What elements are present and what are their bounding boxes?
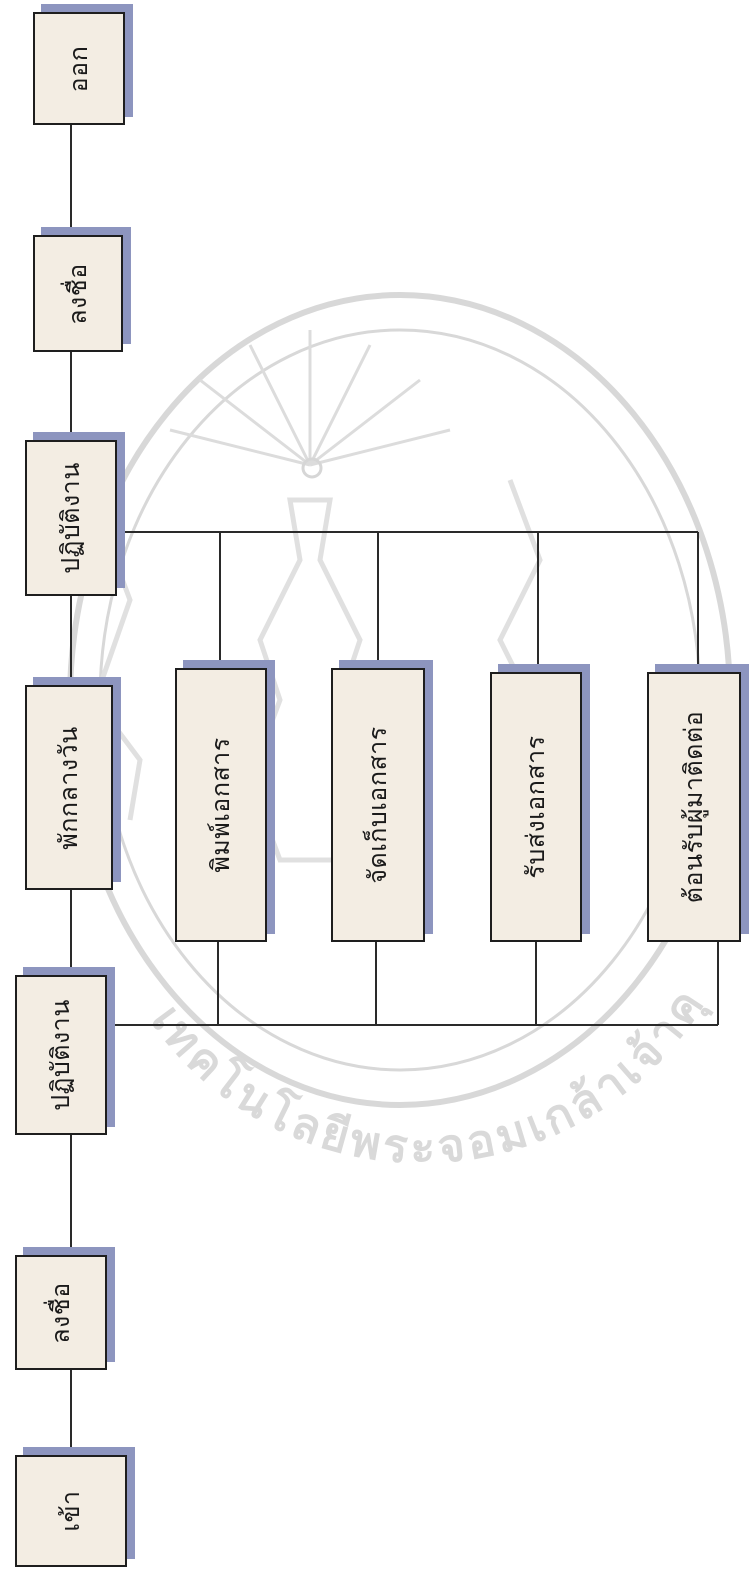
node-lunch-break: พักกลางวัน [25, 685, 113, 890]
task-file-documents: จัดเก็บเอกสาร [331, 668, 425, 942]
node-sign-in-label: ลงชื่อ [46, 1281, 75, 1344]
task-send-receive-documents-label: รับส่งเอกสาร [521, 735, 550, 879]
node-lunch-break-label: พักกลางวัน [54, 725, 83, 850]
node-enter: เข้า [15, 1455, 127, 1567]
node-work-afternoon: ปฏิบัติงาน [25, 440, 117, 596]
task-print-documents: พิมพ์เอกสาร [175, 668, 267, 942]
task-receive-contacts-label: ต้อนรับผู้มาติดต่อ [679, 710, 708, 904]
node-enter-label: เข้า [56, 1490, 85, 1532]
task-receive-contacts: ต้อนรับผู้มาติดต่อ [647, 672, 741, 942]
node-exit: ออก [33, 12, 125, 125]
task-send-receive-documents: รับส่งเอกสาร [490, 672, 582, 942]
task-print-documents-label: พิมพ์เอกสาร [206, 737, 235, 873]
node-exit-label: ออก [64, 45, 93, 92]
node-work-morning-label: ปฏิบัติงาน [46, 999, 75, 1111]
node-sign-out-label: ลงชื่อ [63, 262, 92, 325]
node-work-afternoon-label: ปฏิบัติงาน [56, 462, 85, 574]
node-sign-in: ลงชื่อ [15, 1255, 107, 1370]
node-sign-out: ลงชื่อ [33, 235, 123, 352]
node-work-morning: ปฏิบัติงาน [15, 975, 107, 1135]
task-file-documents-label: จัดเก็บเอกสาร [363, 726, 392, 884]
